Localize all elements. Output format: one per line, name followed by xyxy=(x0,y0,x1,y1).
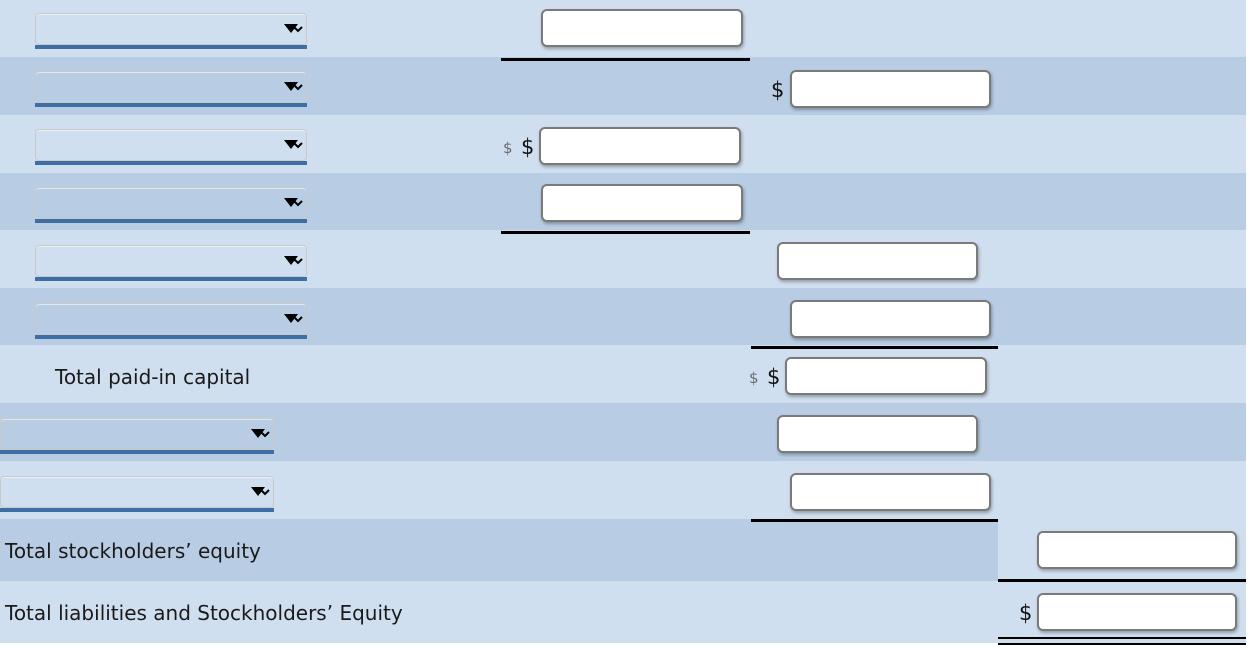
subtotal-rule-row1 xyxy=(501,58,750,61)
row-background-11 xyxy=(0,581,998,643)
equity-line-item-select-8[interactable] xyxy=(0,418,274,450)
currency-symbol-total-liabilities-and-equity: $ xyxy=(1019,601,1033,625)
select-underline-2 xyxy=(35,103,307,107)
amount-col2-row3-input[interactable] xyxy=(539,127,741,165)
currency-symbol-row3: $ xyxy=(521,135,535,159)
select-underline-3 xyxy=(35,161,307,165)
select-underline-8 xyxy=(0,450,274,454)
currency-symbol-total-paid-in-capital: $ xyxy=(767,365,781,389)
amount-total-stockholders-equity-input[interactable] xyxy=(1037,531,1237,569)
equity-line-item-select-9[interactable] xyxy=(0,476,274,508)
equity-line-item-select-3[interactable] xyxy=(35,129,307,161)
subtotal-rule-row4 xyxy=(501,231,750,234)
amount-total-liabilities-and-equity-input[interactable] xyxy=(1037,593,1237,631)
select-underline-1 xyxy=(35,45,307,49)
amount-col3-row6-input[interactable] xyxy=(790,300,991,338)
select-underline-4 xyxy=(35,219,307,223)
select-underline-5 xyxy=(35,277,307,281)
row-background-7 xyxy=(0,345,1246,403)
amount-col3-row5-input[interactable] xyxy=(777,242,978,280)
currency-symbol-row2: $ xyxy=(771,78,785,102)
amount-col2-row1-input[interactable] xyxy=(541,9,743,47)
row-background-10 xyxy=(0,519,998,581)
total-double-rule-bottom xyxy=(998,643,1246,645)
label-total-liabilities-and-equity: Total liabilities and Stockholders’ Equi… xyxy=(5,601,403,625)
amount-total-paid-in-capital-input[interactable] xyxy=(785,357,987,395)
subtotal-rule-row6 xyxy=(751,346,998,349)
equity-line-item-select-2[interactable] xyxy=(35,71,307,103)
select-underline-9 xyxy=(0,508,274,512)
label-total-stockholders-equity: Total stockholders’ equity xyxy=(5,539,261,563)
amount-col2-row4-input[interactable] xyxy=(541,184,743,222)
select-underline-6 xyxy=(35,335,307,339)
equity-line-item-select-4[interactable] xyxy=(35,187,307,219)
total-double-rule-top xyxy=(998,637,1246,639)
currency-symbol-ghost-total-paid-in-capital: $ xyxy=(749,369,759,387)
subtotal-rule-row10 xyxy=(998,579,1246,582)
label-total-paid-in-capital: Total paid-in capital xyxy=(55,365,251,389)
equity-line-item-select-1[interactable] xyxy=(35,13,307,45)
currency-symbol-ghost-row3: $ xyxy=(503,139,513,157)
amount-col3-row2-input[interactable] xyxy=(790,70,991,108)
amount-col3-row9-input[interactable] xyxy=(790,473,991,511)
equity-line-item-select-5[interactable] xyxy=(35,245,307,277)
equity-line-item-select-6[interactable] xyxy=(35,303,307,335)
subtotal-rule-row9 xyxy=(751,519,998,522)
amount-col3-row8-input[interactable] xyxy=(777,415,978,453)
